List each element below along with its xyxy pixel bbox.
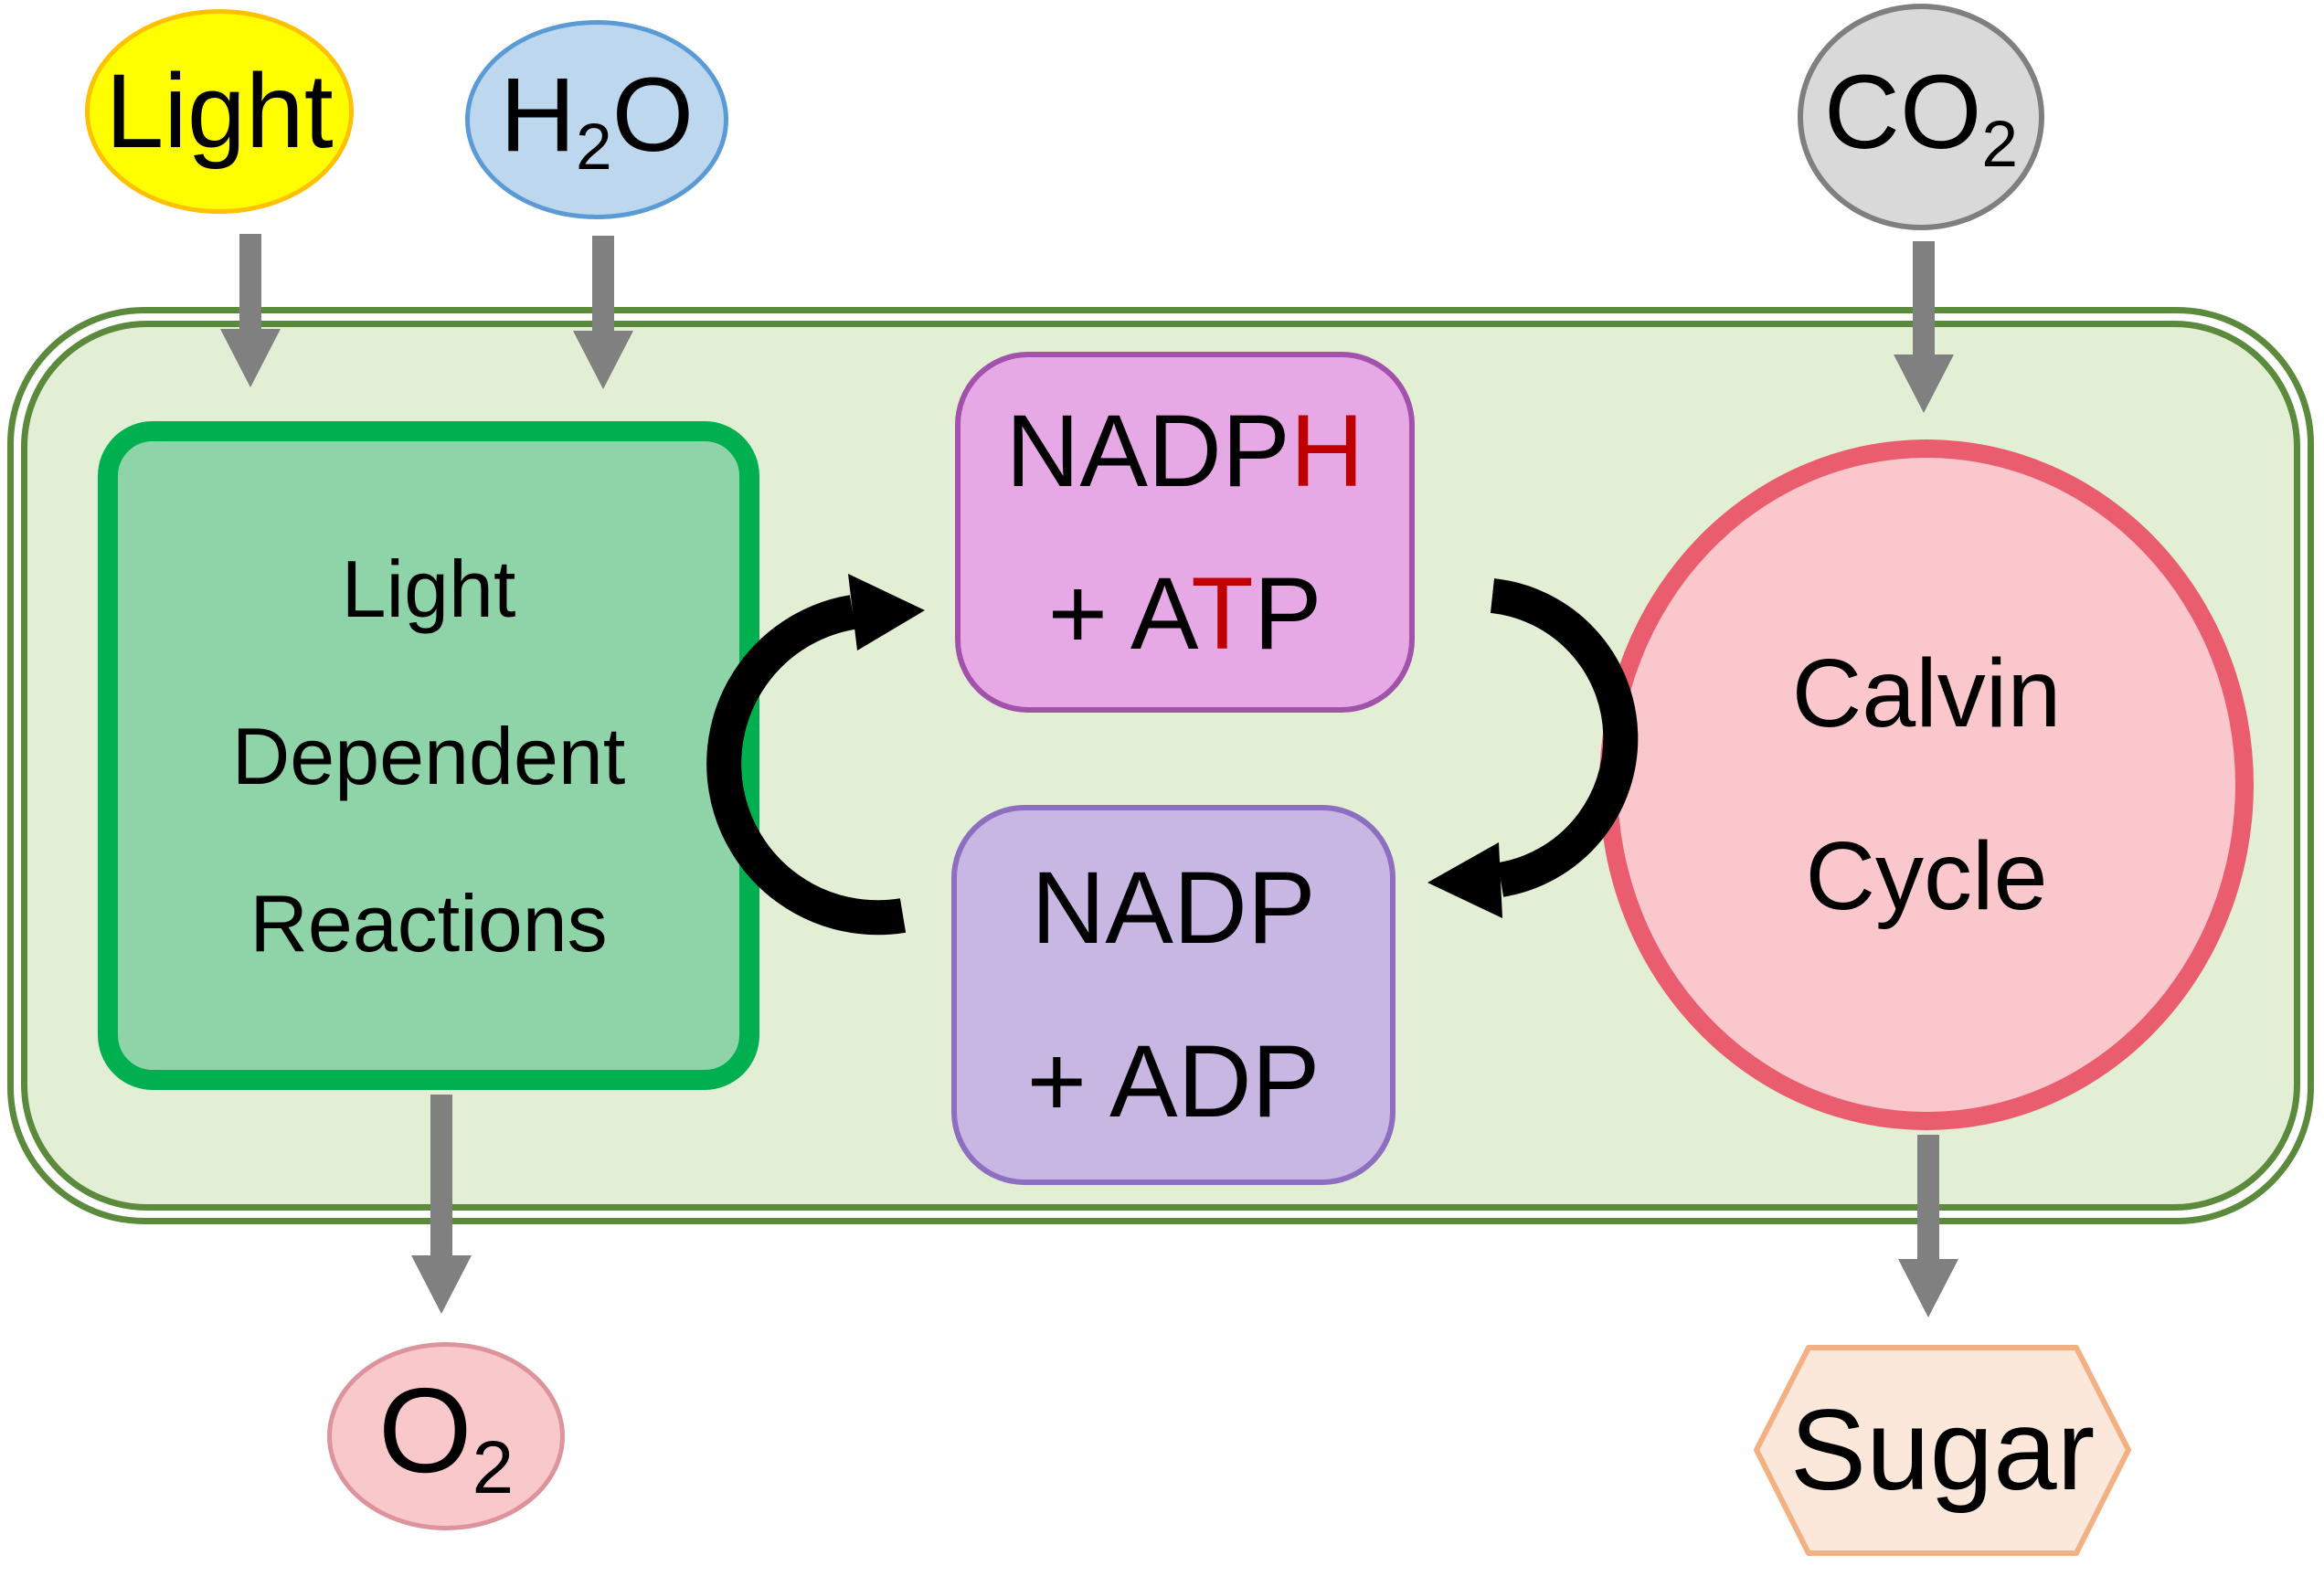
h2o-label: H2O (499, 57, 695, 184)
light-input-node: Light (85, 9, 354, 214)
light-label: Light (105, 53, 334, 170)
o2-label: O2 (377, 1363, 515, 1509)
sugar-output-node: Sugar (1756, 1348, 2128, 1553)
sugar-label-text: Sugar (1789, 1387, 2096, 1514)
ldr-label: Light Dependent Reactions (231, 543, 626, 968)
nadph-atp-box: NADPH + ATP (955, 352, 1415, 713)
nadp-adp-box: NADP + ADP (951, 805, 1395, 1185)
nadph-atp-label: NADPH + ATP (1005, 393, 1364, 671)
co2-label: CO2 (1823, 54, 2019, 181)
co2-input-node: CO2 (1798, 4, 2044, 230)
calvin-cycle-label: Calvin Cycle (1791, 640, 2062, 930)
light-dependent-reactions-box: Light Dependent Reactions (98, 421, 759, 1090)
calvin-cycle-circle: Calvin Cycle (1599, 439, 2254, 1130)
h2o-input-node: H2O (465, 20, 728, 219)
o2-output-node: O2 (327, 1342, 565, 1530)
nadp-adp-label: NADP + ADP (1026, 851, 1321, 1138)
